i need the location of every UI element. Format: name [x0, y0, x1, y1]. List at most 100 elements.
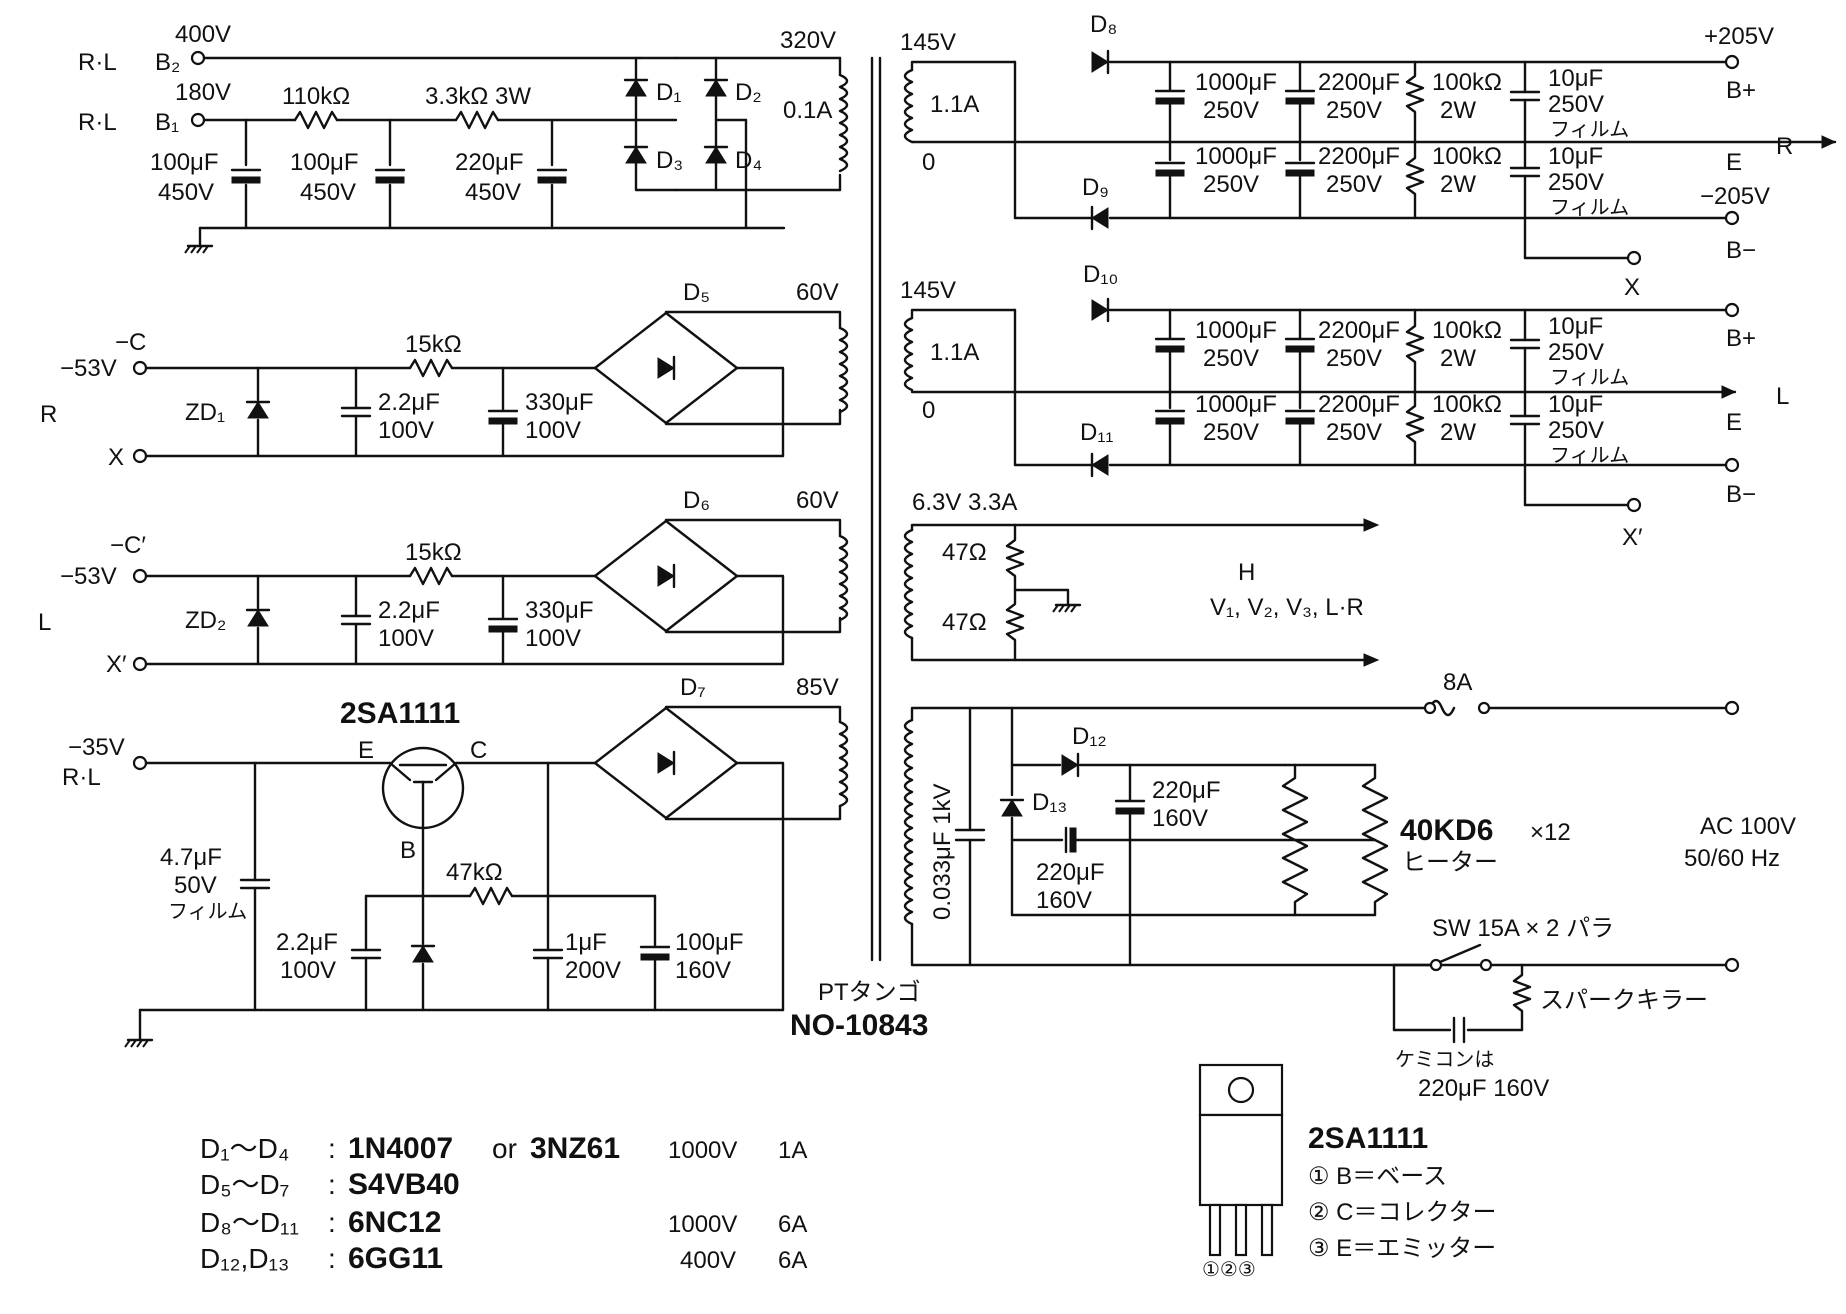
diode-d12-label: D₁₂: [1072, 723, 1107, 750]
b2-voltage: 400V: [175, 21, 231, 48]
resistor-47r-a-label: 47Ω: [942, 539, 987, 566]
bias-l-x-terminal: [132, 656, 148, 672]
bias-r-channel: R: [40, 401, 57, 428]
hv-r-tap-label: 0: [922, 149, 935, 176]
cap-2u2-b-value: 2.2μF: [276, 929, 338, 956]
regulator: 2SA1111 −35V R·L E C B 4.7μF 50V フィルム 47…: [62, 674, 849, 1049]
hv-l-bplus-label: B+: [1726, 325, 1756, 352]
bias-l-channel: L: [38, 609, 51, 636]
parts-colon-3: :: [328, 1207, 336, 1238]
hv-r-channel: R: [1776, 133, 1793, 160]
res-100k-l-bot-value: 100kΩ: [1432, 391, 1502, 418]
ground-symbol-reg: [123, 1038, 154, 1049]
resistor-110k-label: 110kΩ: [282, 83, 350, 110]
winding-0-1a-label: 0.1A: [783, 97, 832, 124]
reg-output-voltage: −35V: [68, 734, 125, 761]
res-100k-r-bot-value: 100kΩ: [1432, 143, 1502, 170]
diode-d4: [703, 145, 729, 165]
cap-100u-b-rating: 450V: [300, 179, 356, 206]
cap-2200u-l-top: [1284, 337, 1316, 354]
cap-100u-a-value: 100μF: [150, 149, 219, 176]
resistor-100k-l-top: [1405, 308, 1425, 394]
fuse-8a: [1428, 699, 1456, 717]
cap-1u-value: 1μF: [565, 929, 607, 956]
cap-4u7-rating: 50V: [174, 872, 217, 899]
hv-l-tap-label: 0: [922, 397, 935, 424]
pinout-title: 2SA1111: [1308, 1122, 1428, 1155]
cap-1000u-l-bot-value: 1000μF: [1195, 391, 1277, 418]
cap-220u-series-value: 220μF: [1036, 859, 1105, 886]
res-100k-l-top-value: 100kΩ: [1432, 317, 1502, 344]
res-100k-r-bot-rating: 2W: [1440, 171, 1476, 198]
cap-10u-l-top-rating: 250V: [1548, 339, 1604, 366]
heater-tube-count: ×12: [1530, 819, 1571, 846]
heater-tube-type: 40KD6: [1400, 814, 1493, 847]
cap-1000u-r-top-rating: 250V: [1203, 97, 1259, 124]
hv-r-bplus-label: B+: [1726, 77, 1756, 104]
transformer-name: PTタンゴ: [818, 979, 921, 1006]
cap-2u2-r-rating: 100V: [378, 417, 434, 444]
cap-220u-shunt-rating: 160V: [1152, 805, 1208, 832]
diode-d9-label: D₉: [1082, 174, 1109, 201]
resistor-47k: [468, 886, 514, 906]
parts-colon-1: :: [328, 1133, 336, 1164]
cap-2200u-r-top-value: 2200μF: [1318, 69, 1400, 96]
diode-d2: [703, 78, 729, 98]
hv-l-current-label: 1.1A: [930, 339, 979, 366]
bias-supply-l: −C′ −53V L X′ 15kΩ ZD₂ 2.2μF 100V 330μF …: [38, 487, 849, 678]
cap-10u-r-top-type: フィルム: [1550, 119, 1629, 141]
hv-r-x-label: X: [1624, 274, 1640, 301]
heater-h-label: H: [1238, 559, 1255, 586]
hv-supply-r: 145V 1.1A 0 D₈ D₉ +205V B+ E −205V B− R …: [900, 11, 1837, 301]
bias-l-voltage: −53V: [60, 563, 117, 590]
cap-2200u-r-top: [1284, 89, 1316, 106]
cap-1000u-l-bot-rating: 250V: [1203, 419, 1259, 446]
b2-label: B₂: [155, 49, 180, 76]
to220-pin-3: [1260, 1203, 1274, 1257]
parts-voltage-1: 1000V: [668, 1137, 737, 1164]
resistor-47r-a: [1005, 523, 1025, 592]
parts-alt-1: 3NZ61: [530, 1132, 620, 1165]
res-100k-l-top-rating: 2W: [1440, 345, 1476, 372]
parts-current-4: 6A: [778, 1247, 807, 1274]
cap-100u-reg: [639, 945, 671, 962]
bias-l-x-label: X′: [106, 651, 127, 678]
diode-d1: [623, 78, 649, 98]
winding-85v: [838, 720, 849, 808]
cap-0u033-label: 0.033μF 1kV: [929, 783, 956, 920]
diode-d8: [1090, 49, 1110, 75]
hv-r-bplus-voltage: +205V: [1704, 23, 1774, 50]
resistor-110k: [293, 110, 339, 130]
cap-10u-r-bot-type: フィルム: [1550, 197, 1629, 219]
diode-d11-label: D₁₁: [1080, 419, 1114, 446]
parts-current-3: 6A: [778, 1211, 807, 1238]
cap-1u-rating: 200V: [565, 957, 621, 984]
resistor-15k-r: [408, 358, 454, 378]
parts-or-1: or: [492, 1133, 517, 1164]
cap-330u-l: [487, 617, 519, 634]
bridge-d5-label: D₅: [683, 279, 710, 306]
cap-1000u-l-top-value: 1000μF: [1195, 317, 1277, 344]
zener-reg: [410, 944, 436, 964]
cap-10u-l-bot-rating: 250V: [1548, 417, 1604, 444]
reg-output-channel: R·L: [62, 764, 101, 791]
resistor-3k3-label: 3.3kΩ 3W: [425, 83, 531, 110]
diode-d13: [999, 798, 1025, 818]
hv-r-bminus-voltage: −205V: [1700, 183, 1770, 210]
ac-voltage-label: AC 100V: [1700, 813, 1796, 840]
cap-10u-r-top-rating: 250V: [1548, 91, 1604, 118]
heater-label: ヒーター: [1402, 849, 1498, 876]
to220-body: [1198, 1113, 1284, 1207]
cap-2200u-l-bot-value: 2200μF: [1318, 391, 1400, 418]
b2-channel-label: R·L: [78, 49, 117, 76]
hv-r-winding: [903, 68, 914, 144]
b1-channel-label: R·L: [78, 109, 117, 136]
cap-100u-reg-value: 100μF: [675, 929, 744, 956]
parts-list: D₁～D₄ : 1N4007 or 3NZ61 1000V 1A D₅～D₇ :…: [200, 1132, 807, 1275]
bridge-d7-label: D₇: [680, 674, 706, 701]
parts-part-3: 6NC12: [348, 1206, 441, 1239]
reg-output-terminal: [132, 755, 148, 771]
transistor-e-label: E: [358, 737, 374, 764]
cap-10u-l-bot-type: フィルム: [1550, 445, 1629, 467]
kemicon-note-2: 220μF 160V: [1418, 1075, 1549, 1102]
